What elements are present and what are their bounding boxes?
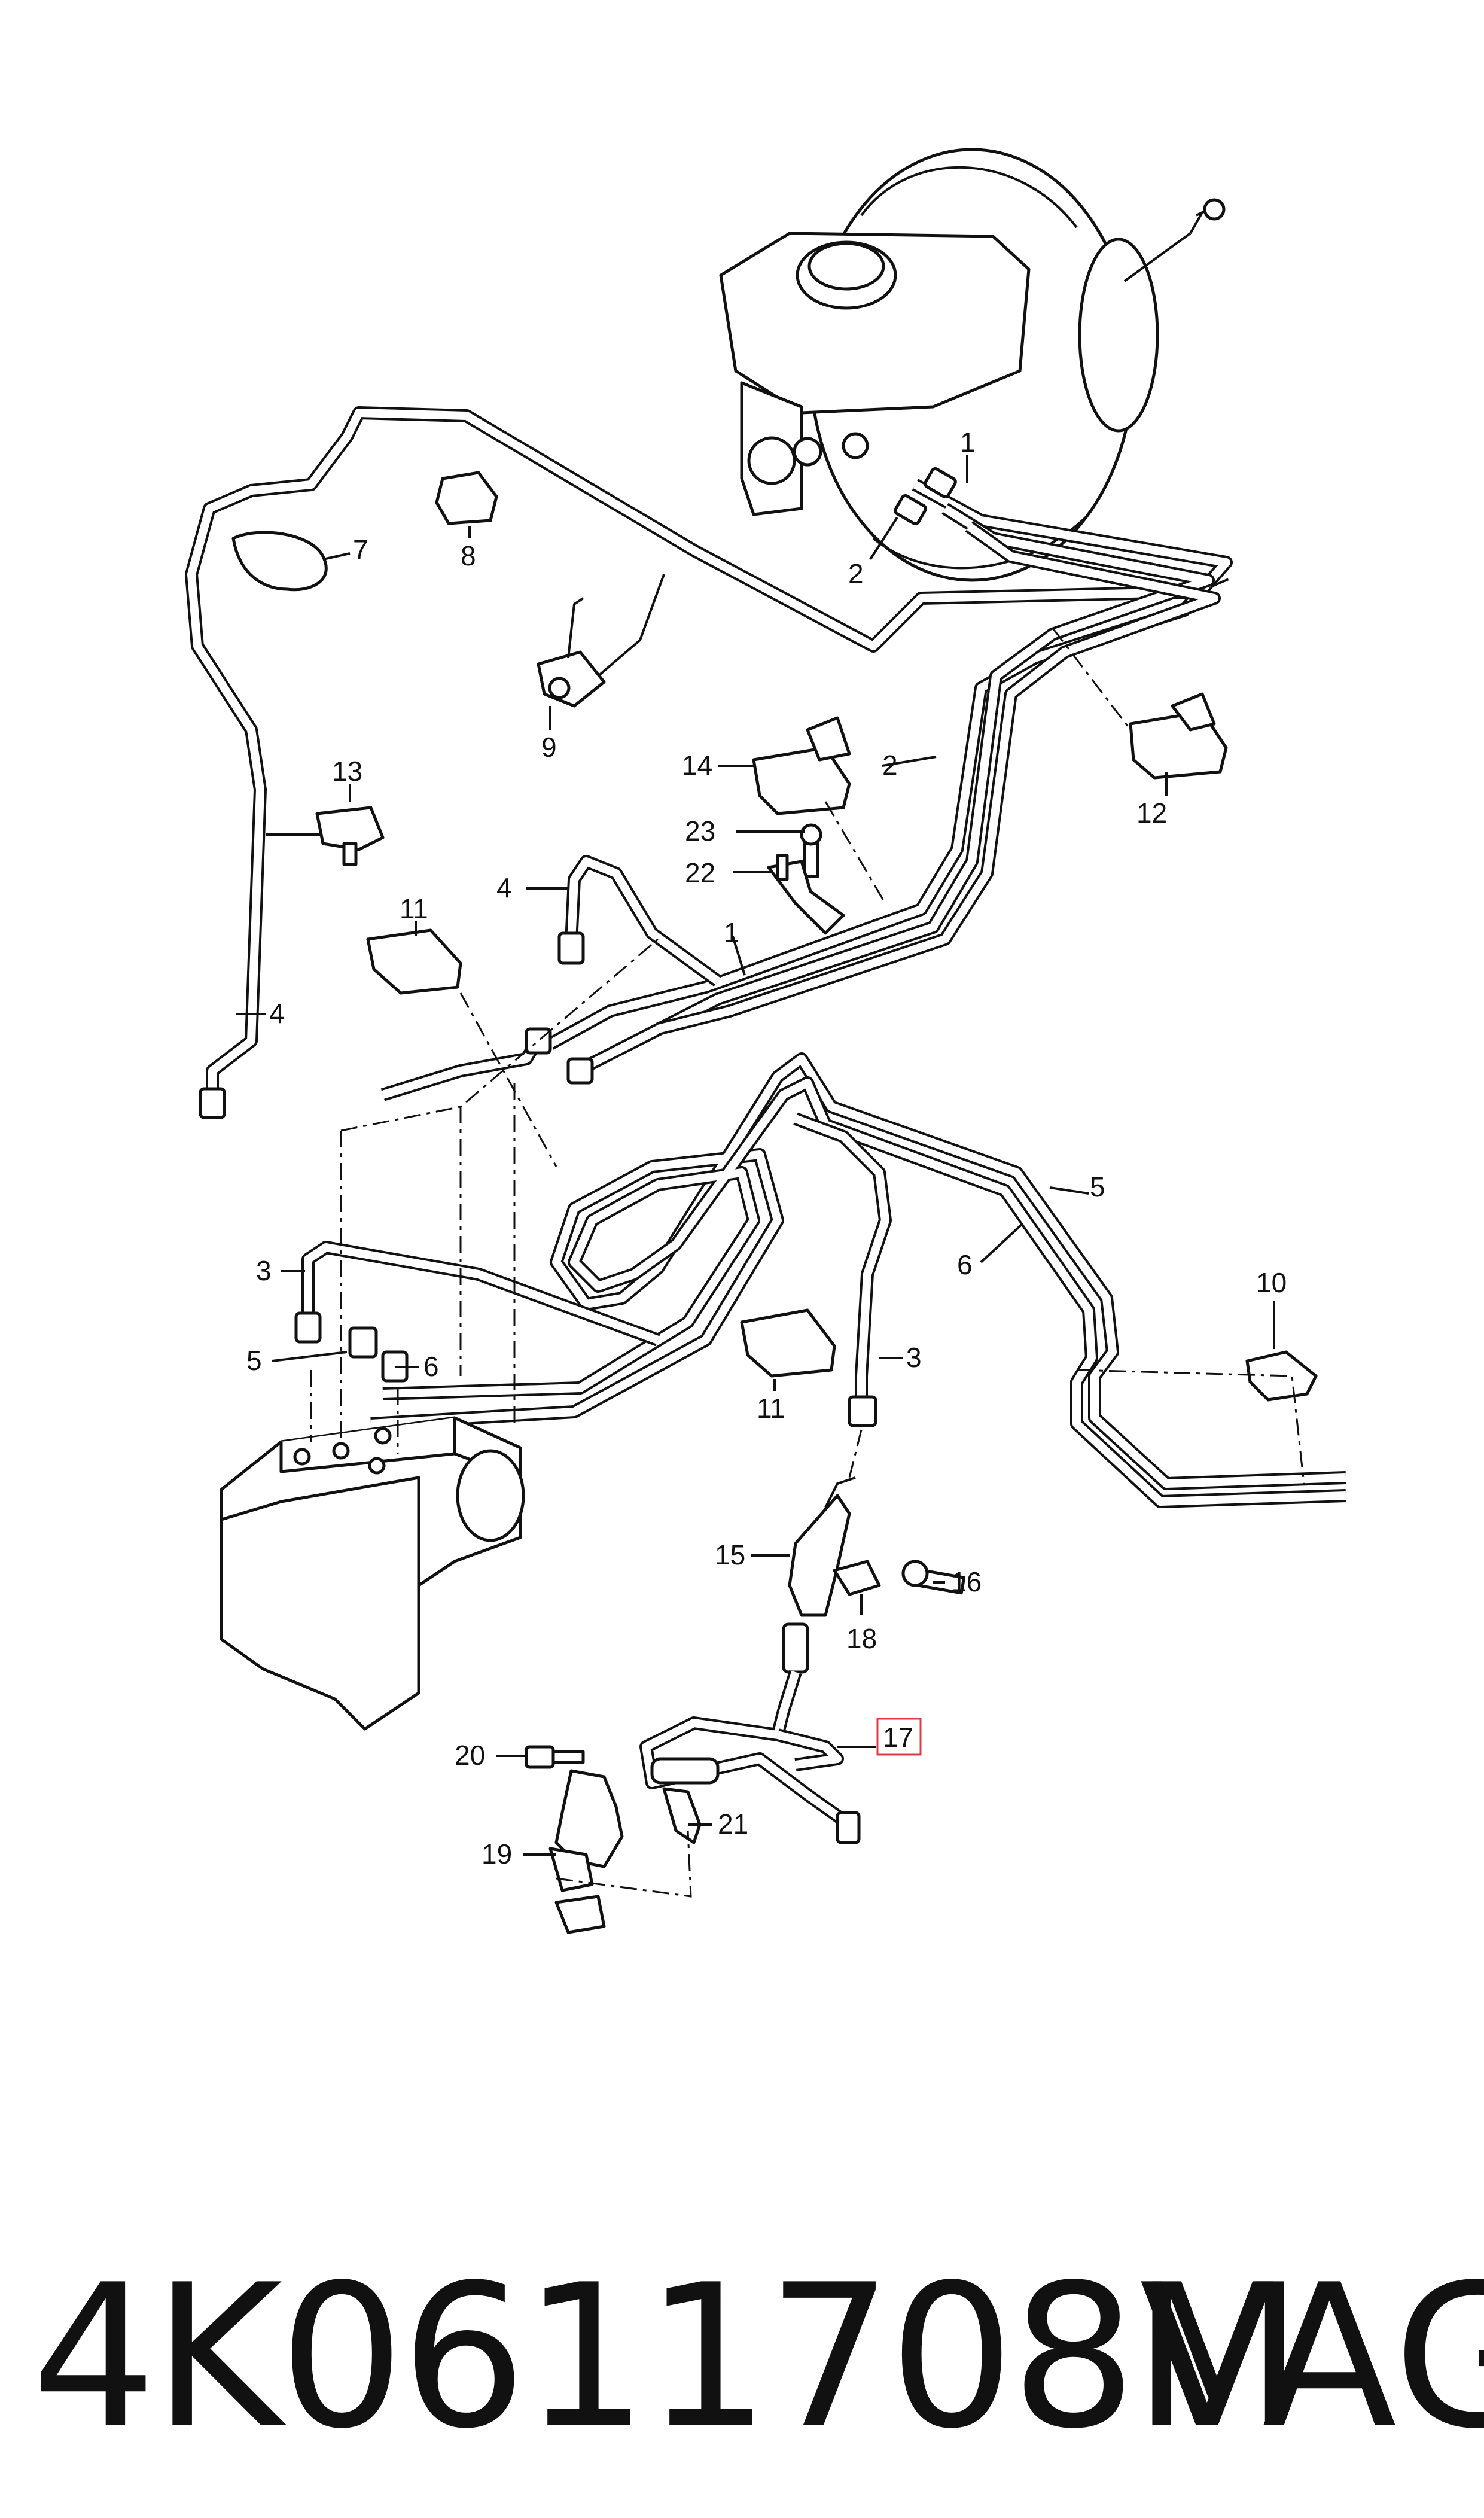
callout-23: 23 — [685, 815, 715, 847]
callout-7: 7 — [353, 534, 368, 565]
brake-lines — [185, 406, 1346, 1508]
callout-17: 17 — [883, 1722, 913, 1753]
callout-labels: 1 2 7 8 9 13 14 2 12 23 22 11 4 1 4 5 6 … — [246, 427, 1287, 1870]
callout-8: 8 — [461, 540, 476, 571]
master-cylinder — [719, 232, 1031, 516]
callout-16: 16 — [951, 1566, 982, 1597]
bracket-9 — [537, 574, 665, 708]
callout-11-upper: 11 — [400, 893, 428, 924]
clip-11-upper — [366, 928, 462, 995]
callout-13: 13 — [332, 756, 362, 787]
clip-11-lower — [740, 1308, 836, 1378]
bracket-15 — [788, 1476, 856, 1617]
callout-21: 21 — [718, 1808, 748, 1840]
callout-2-upper: 2 — [848, 558, 864, 589]
abs-unit — [220, 1416, 525, 1731]
callout-4-left: 4 — [269, 998, 285, 1029]
callout-3-left: 3 — [256, 1255, 272, 1286]
callout-20: 20 — [455, 1740, 485, 1771]
grommet-7 — [231, 531, 328, 592]
callout-1-lower: 1 — [724, 917, 739, 948]
bolt-23 — [800, 823, 822, 878]
bolt-20 — [525, 1745, 585, 1769]
callout-18: 18 — [846, 1623, 877, 1654]
callout-6-right: 6 — [957, 1249, 973, 1280]
callout-10: 10 — [1256, 1267, 1287, 1298]
bracket-19 — [548, 1769, 624, 1934]
clip-21 — [662, 1787, 702, 1844]
callout-22: 22 — [685, 857, 715, 888]
callout-15: 15 — [715, 1539, 745, 1570]
brake-hose-17 — [639, 1622, 861, 1844]
callout-17-highlight-box — [876, 1718, 922, 1756]
callout-4-middle: 4 — [496, 872, 512, 903]
callout-3-right: 3 — [906, 1342, 922, 1373]
callout-1-upper: 1 — [960, 427, 976, 458]
bracket-22 — [767, 854, 845, 935]
clip-8 — [435, 471, 498, 525]
callout-6-left: 6 — [423, 1351, 439, 1382]
callout-2-lower: 2 — [882, 750, 898, 781]
clip-13 — [315, 806, 385, 866]
callout-12: 12 — [1136, 797, 1167, 829]
brand-name: VAG — [1139, 2242, 1484, 2472]
callout-14: 14 — [682, 750, 712, 781]
callout-5-right: 5 — [1090, 1171, 1105, 1202]
part-number: 4K0611708M — [31, 2242, 1303, 2472]
brake-line-exploded-diagram: 1 2 7 8 9 13 14 2 12 23 22 11 4 1 4 5 6 … — [185, 148, 1346, 1934]
clip-14 — [752, 716, 851, 815]
leader-lines — [236, 455, 1305, 1898]
clip-12 — [1129, 692, 1228, 780]
callout-9: 9 — [541, 732, 557, 763]
callout-5-left: 5 — [246, 1345, 262, 1376]
callout-11-lower: 11 — [757, 1393, 785, 1424]
clip-18 — [833, 1560, 881, 1596]
callout-19: 19 — [482, 1838, 512, 1870]
